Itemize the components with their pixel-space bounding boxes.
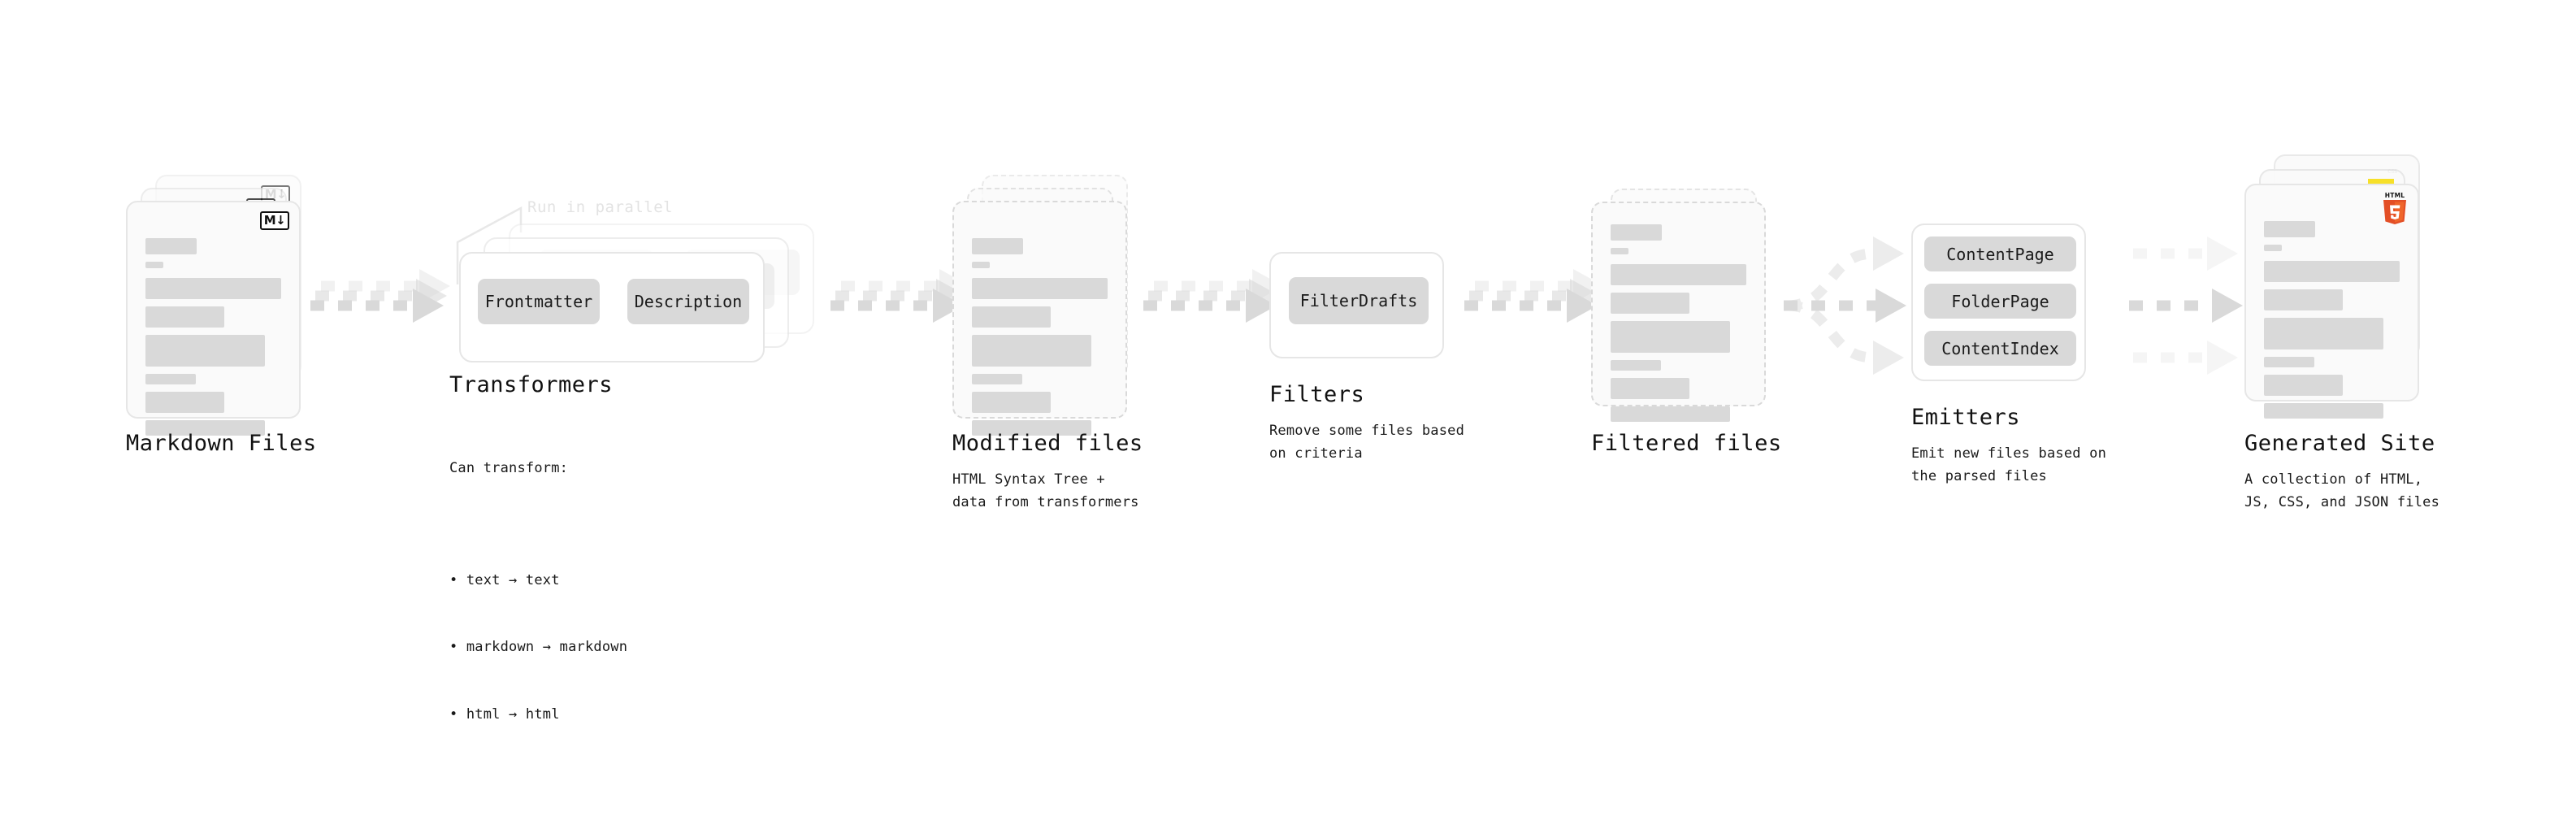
chip-contentindex[interactable]: ContentIndex xyxy=(1924,331,2076,366)
modified-files-title: Modified files xyxy=(952,431,1143,456)
run-in-parallel-bracket xyxy=(456,206,523,284)
chip-folderpage[interactable]: FolderPage xyxy=(1924,284,2076,319)
connector-filtered-to-emitters xyxy=(1784,237,1906,375)
modified-files-subtitle: HTML Syntax Tree + data from transformer… xyxy=(952,471,1139,510)
filters-box[interactable]: FilterDrafts xyxy=(1269,252,1444,358)
markdown-card-front[interactable]: M↓ xyxy=(126,201,301,436)
site-card-stack: CSS HTML xyxy=(2244,154,2420,419)
modified-card-stack xyxy=(952,175,1128,436)
connector-filters-to-filtered xyxy=(1464,269,1604,323)
stage-generated-site: CSS HTML xyxy=(2244,154,2439,510)
markdown-icon: M↓ xyxy=(260,211,289,230)
chip-filterdrafts[interactable]: FilterDrafts xyxy=(1289,277,1429,324)
emitters-title: Emitters xyxy=(1911,405,2021,430)
filtered-files-title: Filtered files xyxy=(1591,431,1782,456)
transformer-box-front[interactable]: Frontmatter Description xyxy=(459,252,765,362)
generated-site-subtitle: A collection of HTML, JS, CSS, and JSON … xyxy=(2244,471,2440,510)
connector-transformers-to-modified xyxy=(830,269,970,323)
chip-contentpage[interactable]: ContentPage xyxy=(1924,237,2076,271)
filtered-skeleton xyxy=(1593,203,1764,422)
transformers-bullet-2: • html → html xyxy=(449,705,560,723)
emitters-box[interactable]: ContentPage FolderPage ContentIndex xyxy=(1911,224,2086,381)
transformers-bullet-0: • text → text xyxy=(449,571,560,588)
modified-card-front[interactable] xyxy=(952,201,1127,436)
stage-markdown-files: M↓ M↓ M↓ xyxy=(126,175,316,456)
connector-emitters-to-site xyxy=(2129,237,2243,375)
transformers-subtitle: Can transform: • text → text • markdown … xyxy=(449,413,627,816)
transformers-subtitle-line: Can transform: xyxy=(449,460,569,477)
site-skeleton xyxy=(2246,185,2418,419)
chip-description[interactable]: Description xyxy=(627,279,749,324)
modified-skeleton xyxy=(954,202,1125,436)
connector-modified-to-filters xyxy=(1143,269,1283,323)
filters-title: Filters xyxy=(1269,382,1365,407)
transformers-bullet-1: • markdown → markdown xyxy=(449,639,628,656)
transformers-bullets: • text → text • markdown → markdown • ht… xyxy=(449,525,627,771)
emitters-subtitle: Emit new files based on the parsed files xyxy=(1911,445,2107,484)
filtered-card-stack xyxy=(1591,189,1766,422)
connector-markdown-to-transformers xyxy=(310,269,450,323)
connectors-layer xyxy=(310,237,2243,375)
diagram-canvas: M↓ M↓ M↓ xyxy=(126,154,2439,723)
stage-modified-files: Modified files HTML Syntax Tree + data f… xyxy=(952,175,1143,510)
chip-frontmatter[interactable]: Frontmatter xyxy=(478,279,600,324)
markdown-skeleton xyxy=(128,202,299,436)
html5-icon: HTML xyxy=(2381,192,2409,225)
markdown-card-stack: M↓ M↓ M↓ xyxy=(126,175,301,436)
markdown-files-title: Markdown Files xyxy=(126,431,317,456)
run-in-parallel-label: Run in parallel xyxy=(527,198,674,216)
stage-filtered-files: Filtered files xyxy=(1591,189,1781,456)
transformers-title: Transformers xyxy=(449,372,614,397)
site-card-front[interactable]: HTML xyxy=(2244,184,2419,419)
filtered-card-front[interactable] xyxy=(1591,202,1766,422)
filters-subtitle: Remove some files based on criteria xyxy=(1269,423,1465,462)
generated-site-title: Generated Site xyxy=(2244,431,2435,456)
